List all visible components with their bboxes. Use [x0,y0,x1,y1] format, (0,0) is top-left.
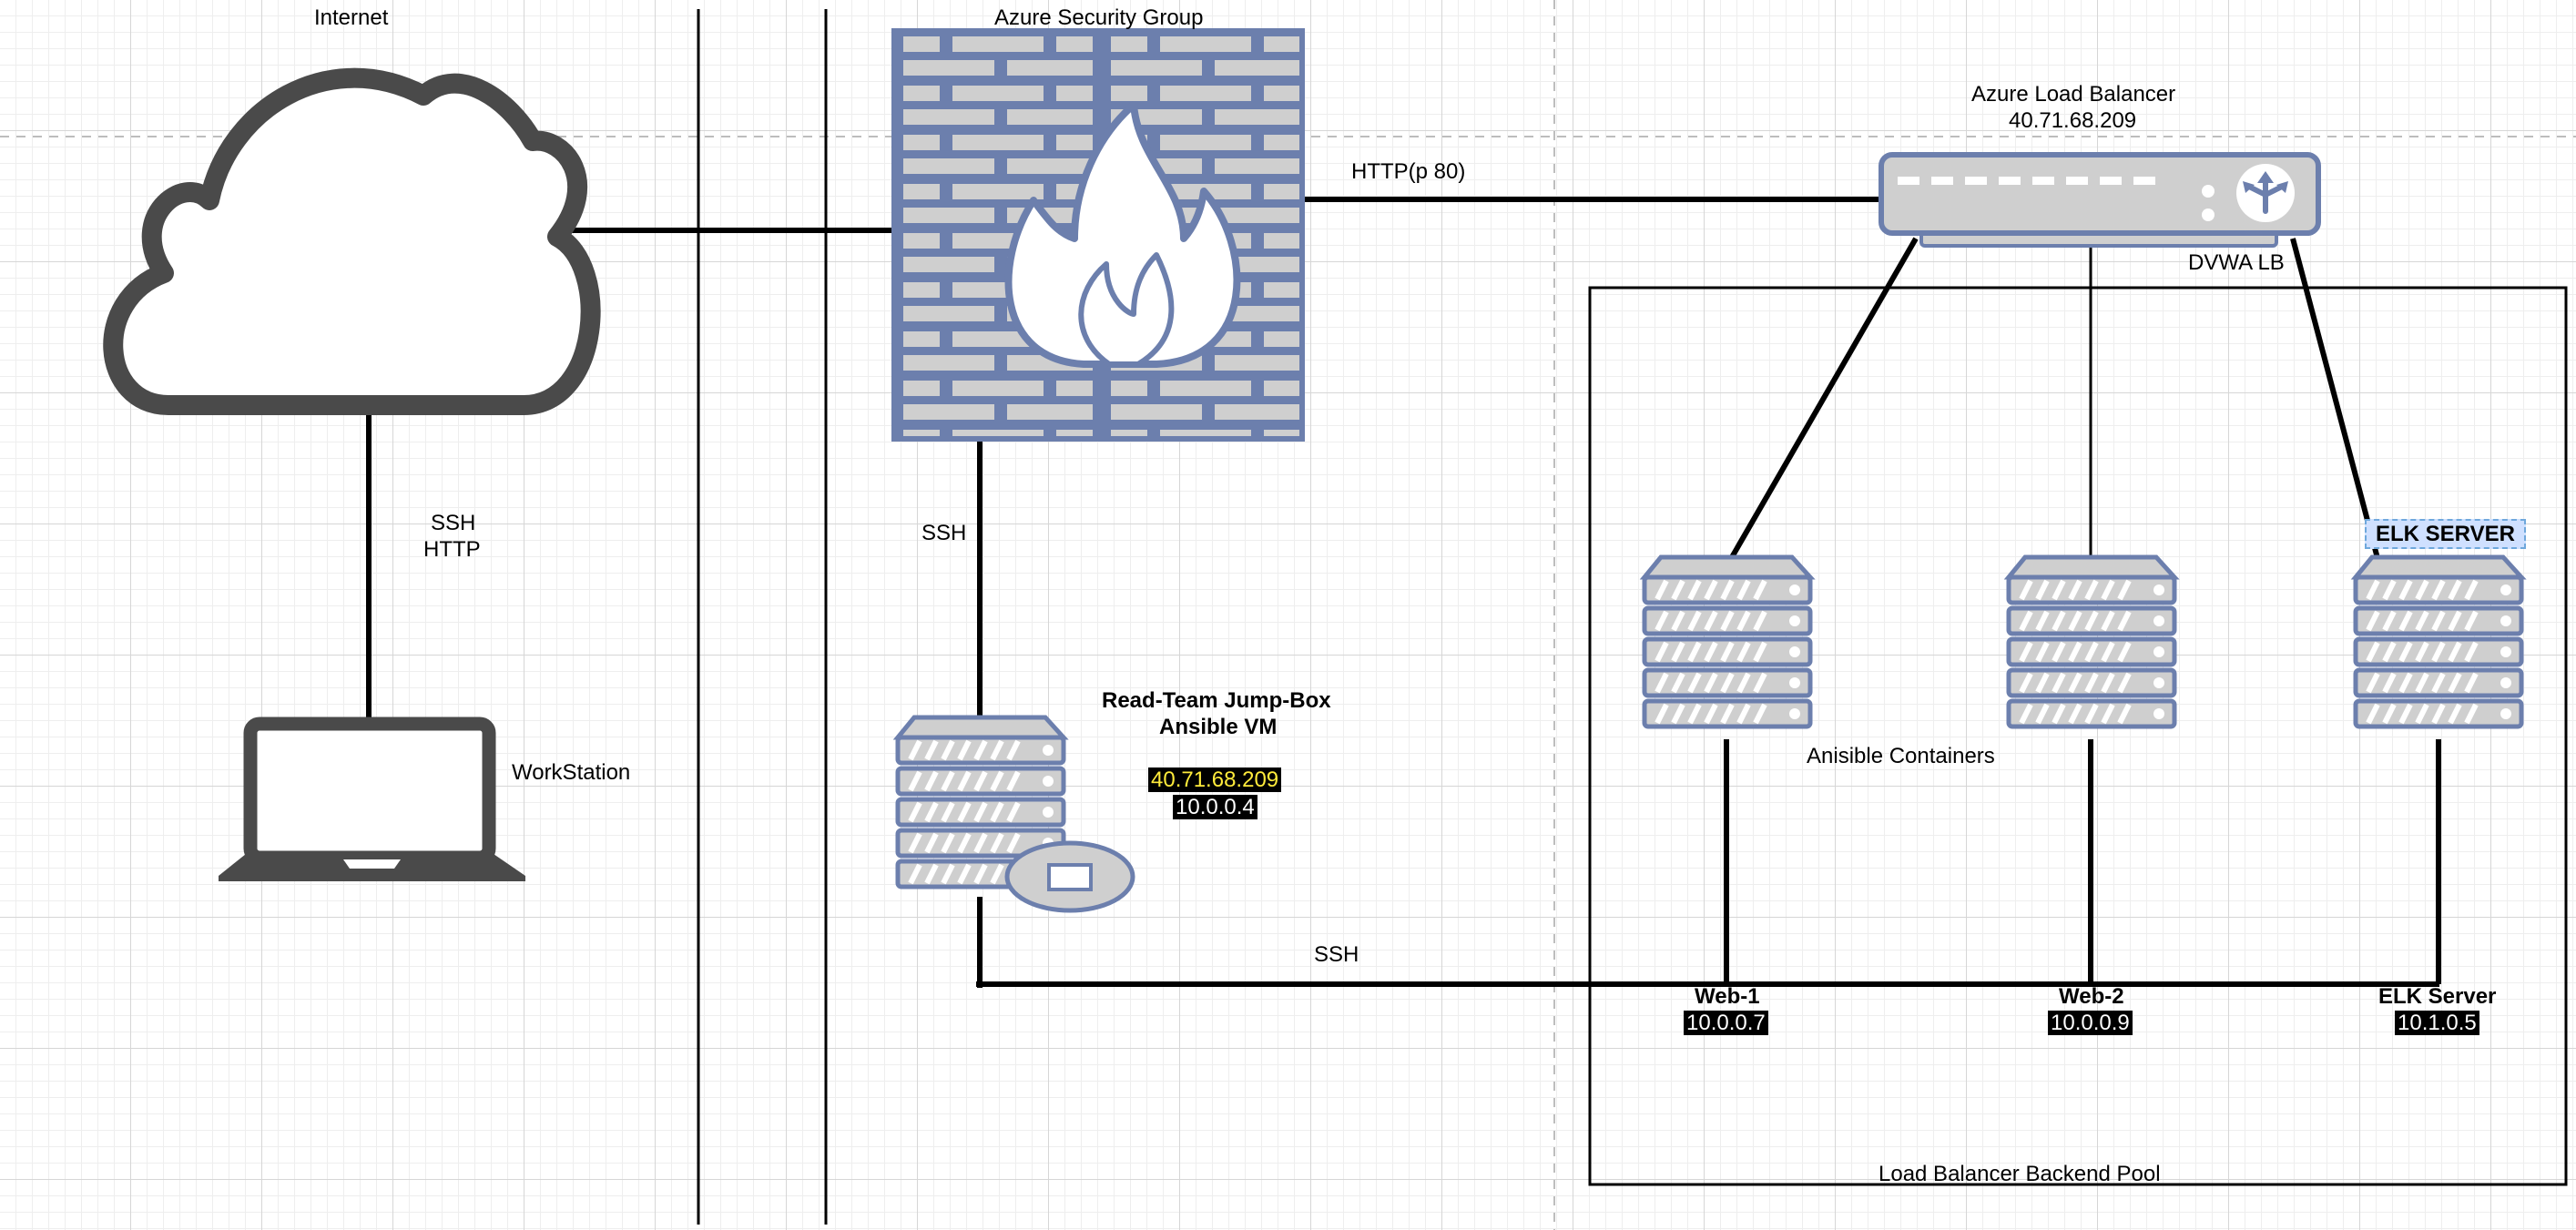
jumpbox-public-ip: 40.71.68.209 [1148,767,1282,792]
server-name-web-2: Web-2 [2059,984,2124,1009]
jumpbox-private-ip-wrap: 10.0.0.4 [1173,794,1257,820]
server-ip-elk-wrap: 10.1.0.5 [2395,1010,2479,1036]
elk-tag: ELK SERVER [2365,519,2526,549]
elk-tag-wrap: ELK SERVER [2365,519,2526,549]
link-label-firewall-lb: HTTP(p 80) [1351,159,1466,184]
workstation-label: WorkStation [512,760,631,785]
lb-name: Azure Load Balancer [1971,82,2176,107]
lb-label: DVWA LB [2188,250,2285,275]
server-ip-web-2: 10.0.0.9 [2048,1011,2133,1035]
server-ip-elk: 10.1.0.5 [2395,1011,2479,1035]
zone-title-backend-pool: Load Balancer Backend Pool [1879,1162,2161,1186]
containers-label: Anisible Containers [1807,744,1995,768]
lb-ip: 40.71.68.209 [2009,108,2137,133]
server-ip-web-2-wrap: 10.0.0.9 [2048,1010,2133,1036]
jumpbox-private-ip: 10.0.0.4 [1173,795,1257,819]
jumpbox-title: Read-Team Jump-Box [1102,688,1331,713]
firewall-icon [891,28,1305,442]
link-lb-web1 [1729,237,1919,559]
jumpbox-server-icon [898,717,1135,913]
link-label-workstation-ssh: SSH [431,511,476,535]
jumpbox-subtitle: Ansible VM [1159,715,1278,739]
server-name-elk: ELK Server [2378,984,2497,1009]
server-icon-elk [2356,557,2521,727]
laptop-icon [219,717,525,881]
server-name-web-1: Web-1 [1695,984,1760,1009]
cloud-icon [103,67,601,415]
link-label-workstation-http: HTTP [423,537,481,562]
backend-pool-box [1588,286,2568,1186]
server-icon-web-1 [1644,557,1810,727]
jumpbox-public-ip-wrap: 40.71.68.209 [1148,767,1282,793]
server-ip-web-1-wrap: 10.0.0.7 [1684,1010,1768,1036]
zone-title-security-group: Azure Security Group [994,5,1204,30]
link-label-jumpbox-backend: SSH [1314,942,1359,967]
server-icon-web-2 [2009,557,2174,727]
link-label-firewall-jumpbox: SSH [921,521,967,545]
load-balancer-icon [1879,152,2321,248]
server-ip-web-1: 10.0.0.7 [1684,1011,1768,1035]
zone-title-internet: Internet [314,5,389,30]
